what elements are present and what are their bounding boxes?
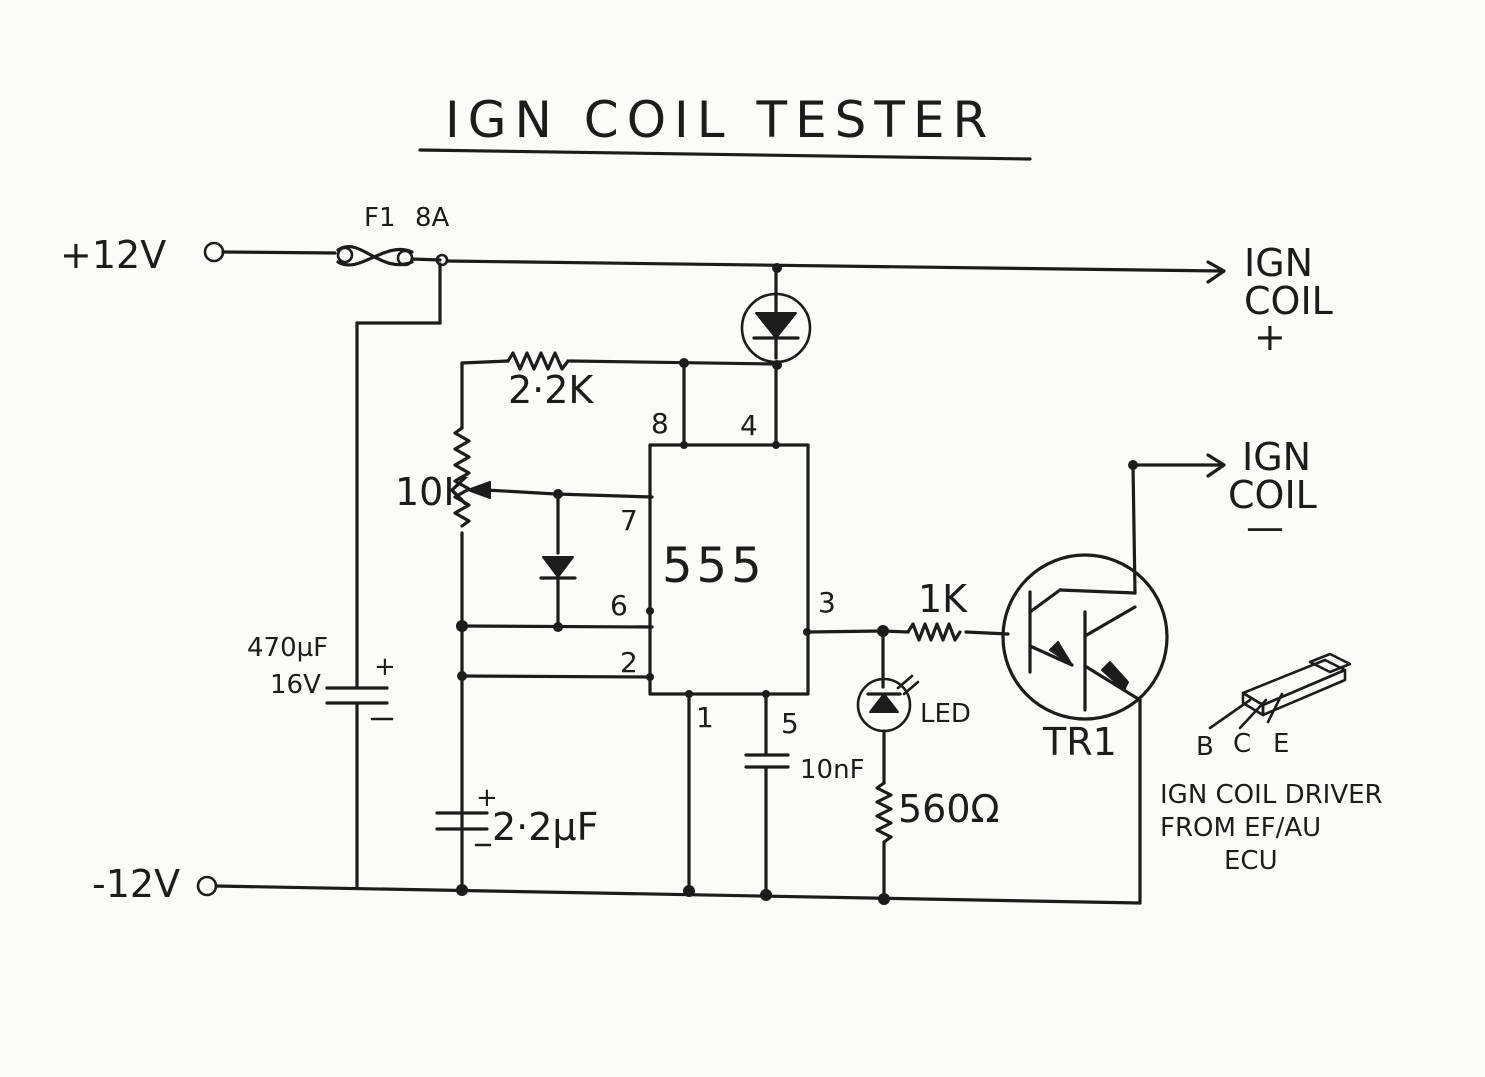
package-caption-2: FROM EF/AU [1160,813,1321,843]
wire-pin3-out [806,629,884,634]
wire-to-r1k [881,629,910,634]
wire-to-pin7 [554,492,654,499]
label-plus-12v: +12V [60,233,166,277]
package-pin-b: B [1196,732,1214,762]
terminal-minus-12v [196,875,218,897]
cap-2u2-label: 2·2µF [492,805,598,849]
potentiometer-10k [453,426,471,528]
resistor-2k2-label: 2·2K [508,368,594,412]
pin-label-1: 1 [696,701,714,734]
diode-top [740,292,812,364]
pot-label: 10K [395,470,469,514]
capacitor-470uf [325,686,389,705]
pin-label-7: 7 [620,504,638,537]
capacitor-10nf [744,753,790,769]
pin8-dot [680,441,688,449]
wire-to-pin2 [460,674,650,679]
out-neg-line2: COIL [1228,473,1317,517]
node-gnd-2 [683,885,695,897]
resistor-560-label: 560Ω [898,787,1000,831]
node-pin2-left [457,671,467,681]
wire-collector-up [1131,463,1137,595]
led [856,674,920,733]
pin-label-4: 4 [740,409,758,442]
pin-label-2: 2 [620,646,638,679]
label-minus-12v: -12V [92,862,180,906]
wire-plus-to-fuse [221,250,337,255]
cap-main-value: 470µF [247,633,328,663]
arrow-coil-positive [1206,260,1226,284]
arrow-coil-negative [1206,453,1226,478]
fuse-f1 [336,245,414,267]
node-gnd-4 [878,893,890,905]
title-underline [418,148,1032,161]
out-neg-line1: IGN [1242,435,1311,479]
wire-wiper [484,488,558,496]
node-diode-cathode [772,360,782,370]
cap-main-plus-sign: + [374,652,396,682]
wire-top-rail [445,259,1224,273]
node-pin6-diode [553,622,563,632]
node-top-rail [772,263,782,273]
node-gnd-1 [456,884,468,896]
transistor-tr1 [1001,553,1169,721]
diode-mid [539,556,577,580]
pin-label-6: 6 [610,589,628,622]
package-pin-c: C [1233,729,1251,759]
out-pos-line3: + [1254,315,1286,359]
wire-ground-rail [214,884,1142,905]
fuse-rating: 8A [415,203,450,233]
pin6-dot [646,607,654,615]
resistor-1k-label: 1K [918,577,968,621]
pin4-dot [772,441,780,449]
pin-label-8: 8 [651,407,669,440]
resistor-1k [906,622,962,642]
wire-r22k-right [568,359,778,366]
out-pos-line1: IGN [1244,241,1313,285]
led-label: LED [920,699,971,729]
cap-2u2-plus-sign: + [476,783,498,813]
cap-10nf-label: 10nF [800,755,865,785]
pin-label-3: 3 [818,586,836,619]
package-caption-1: IGN COIL DRIVER [1160,780,1383,810]
cap-main-voltage: 16V [270,670,321,700]
ic-555 [648,443,810,696]
fuse-ref: F1 [364,203,396,233]
schematic-title: IGN COIL TESTER [445,91,995,149]
transistor-label: TR1 [1042,720,1117,764]
ic-label: 555 [662,538,766,594]
pin2-dot [646,673,654,681]
wire-to-base [964,630,1010,636]
out-neg-line3: — [1246,505,1284,549]
pin-label-5: 5 [781,707,799,740]
node-gnd-3 [760,889,772,901]
package-pin-e: E [1273,729,1289,759]
capacitor-2u2 [435,811,489,831]
package-caption-3: ECU [1224,846,1278,876]
terminal-plus-12v [203,241,225,263]
node-pin6-left [456,620,468,632]
resistor-2k2 [506,351,570,371]
to220-package-sketch [1208,652,1352,730]
wire-fuse-to-node [410,257,442,262]
wire-r22k-left [460,359,510,365]
resistor-560 [875,781,893,844]
out-pos-line2: COIL [1244,279,1333,323]
